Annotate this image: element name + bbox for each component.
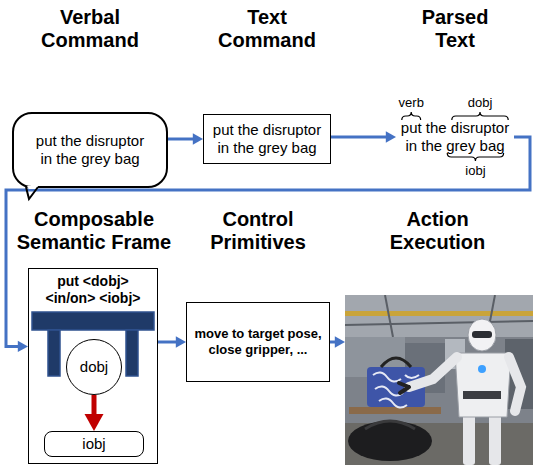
stage-heading: Composable Semantic Frame [14,208,174,254]
parse-tag: dobj [468,95,493,110]
dobj-circle: dobj [66,339,122,395]
arrow-head [193,133,203,144]
table-top [32,312,154,330]
speech-bubble: put the disruptor in the grey bag [12,112,168,188]
connector-line [92,395,97,415]
arrow-head [176,336,186,347]
stage-heading: Parsed Text [405,6,505,52]
bubble-tail-line [26,187,38,199]
bubble-tail [26,186,42,200]
semantic-frame-node: Composable Semantic Frameput <dobj> <in/… [14,208,174,254]
parse-brace [402,112,421,120]
node-text: move to target pose, close gripper, ... [193,326,323,357]
connector-line [158,341,177,344]
parse-tag: verb [399,95,424,110]
connector-arrow [330,336,345,347]
table-leg [48,330,60,376]
parse-tag: iobj [465,163,485,178]
stage-heading: Action Execution [378,208,498,254]
connector-arrow [85,395,104,431]
node-text: put the disruptor in the grey bag [32,132,148,168]
robot-photo [345,295,533,465]
connector-line [331,136,387,139]
arrow-head [335,336,345,347]
semantic-frame-box: put <dobj> <in/on> <iobj> dobj iobj [28,268,158,464]
iobj-box: iobj [44,431,144,457]
arrow-head [18,341,28,352]
action-execution-node: Action Execution [340,208,535,254]
table-leg [126,330,138,376]
stage-heading: Text Command [212,6,322,52]
connector-line [168,138,194,141]
node-text: dobj [80,358,108,376]
verbal-command-node: Verbal Commandput the disruptor in the g… [8,6,172,52]
node-text: put the disruptor in the grey bag [396,119,514,155]
photo-frame [345,295,533,465]
connector-arrow [331,131,396,142]
text-command-box: put the disruptor in the grey bag [203,114,331,164]
parsed-sentence: put the disruptor in the grey bag [396,116,514,158]
arrow-head [85,414,104,431]
text-command-node: Text Commandput the disruptor in the gre… [192,6,342,52]
stage-heading: Control Primitives [198,208,318,254]
node-text: iobj [82,435,105,453]
node-text: put <dobj> <in/on> <iobj> [33,273,153,307]
parse-brace [447,153,503,161]
node-text: put the disruptor in the grey bag [210,121,324,157]
parse-brace [452,112,508,120]
connector-arrow [168,133,203,144]
connector-arrow [158,336,186,347]
primitives-box: move to target pose, close gripper, ... [186,302,330,382]
parsed-text-node: Parsed Textput the disruptor in the grey… [375,6,535,52]
control-primitives-node: Control Primitivesmove to target pose, c… [182,208,334,254]
arrow-head [386,131,396,142]
stage-heading: Verbal Command [30,6,150,52]
